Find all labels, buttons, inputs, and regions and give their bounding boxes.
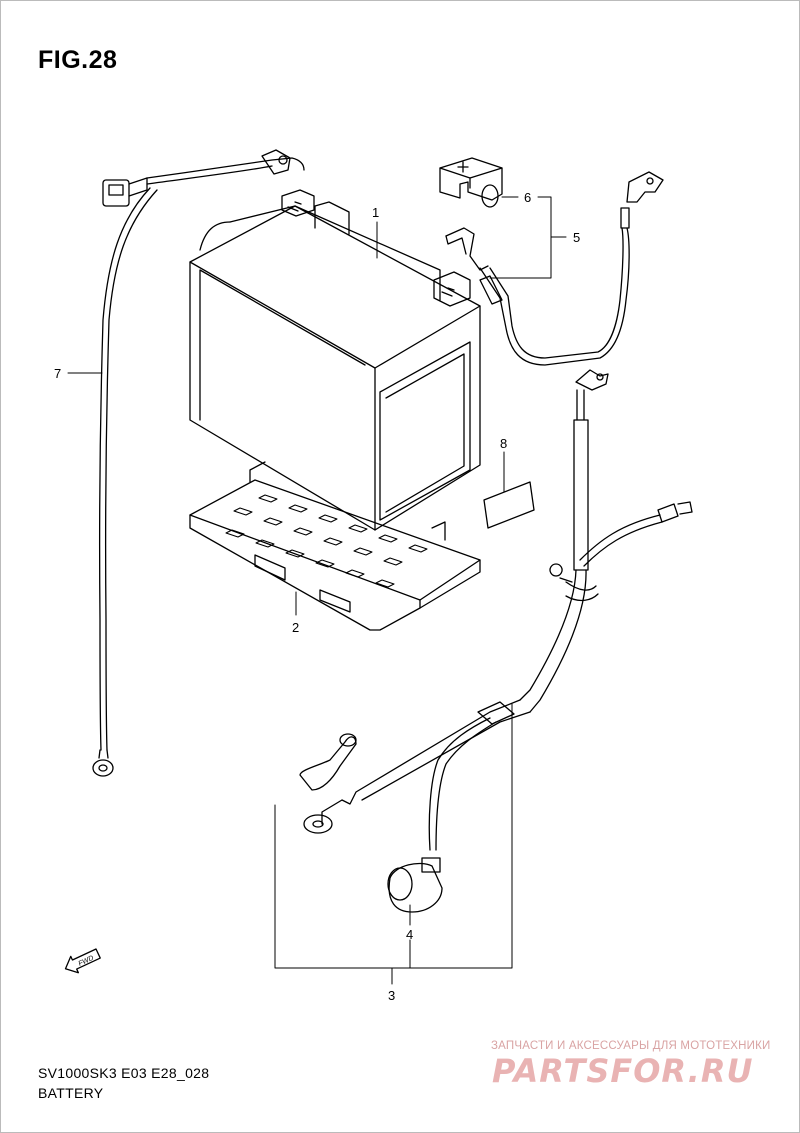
figure-caption: BATTERY [38, 1085, 104, 1101]
part-4-terminal-boot [387, 857, 443, 913]
part-1-battery [189, 189, 481, 531]
watermark-logo: PARTSFOR.RU [492, 1052, 754, 1090]
watermark-tagline: ЗАПЧАСТИ И АКСЕССУАРЫ ДЛЯ МОТОТЕХНИКИ [491, 1040, 771, 1052]
callout-6: 6 [524, 190, 531, 205]
callout-1: 1 [372, 205, 379, 220]
figure-code: SV1000SK3 E03 E28_028 [38, 1065, 210, 1081]
part-2-battery-tray [189, 461, 481, 631]
figure-title: FIG.28 [38, 46, 118, 74]
part-8-label [483, 481, 535, 529]
leader-lines [67, 196, 567, 985]
part-5-positive-cable [445, 171, 664, 366]
tray-slots [225, 494, 428, 588]
part-3-negative-harness [299, 369, 693, 851]
callout-5: 5 [573, 230, 580, 245]
part-6-terminal-cover [439, 157, 503, 208]
callout-8: 8 [500, 436, 507, 451]
callout-7: 7 [54, 366, 61, 381]
callout-2: 2 [292, 620, 299, 635]
callout-3: 3 [388, 988, 395, 1003]
callout-4: 4 [406, 927, 413, 942]
part-7-wire-harness [92, 149, 305, 777]
fwd-arrow-icon: FWD [64, 948, 101, 974]
